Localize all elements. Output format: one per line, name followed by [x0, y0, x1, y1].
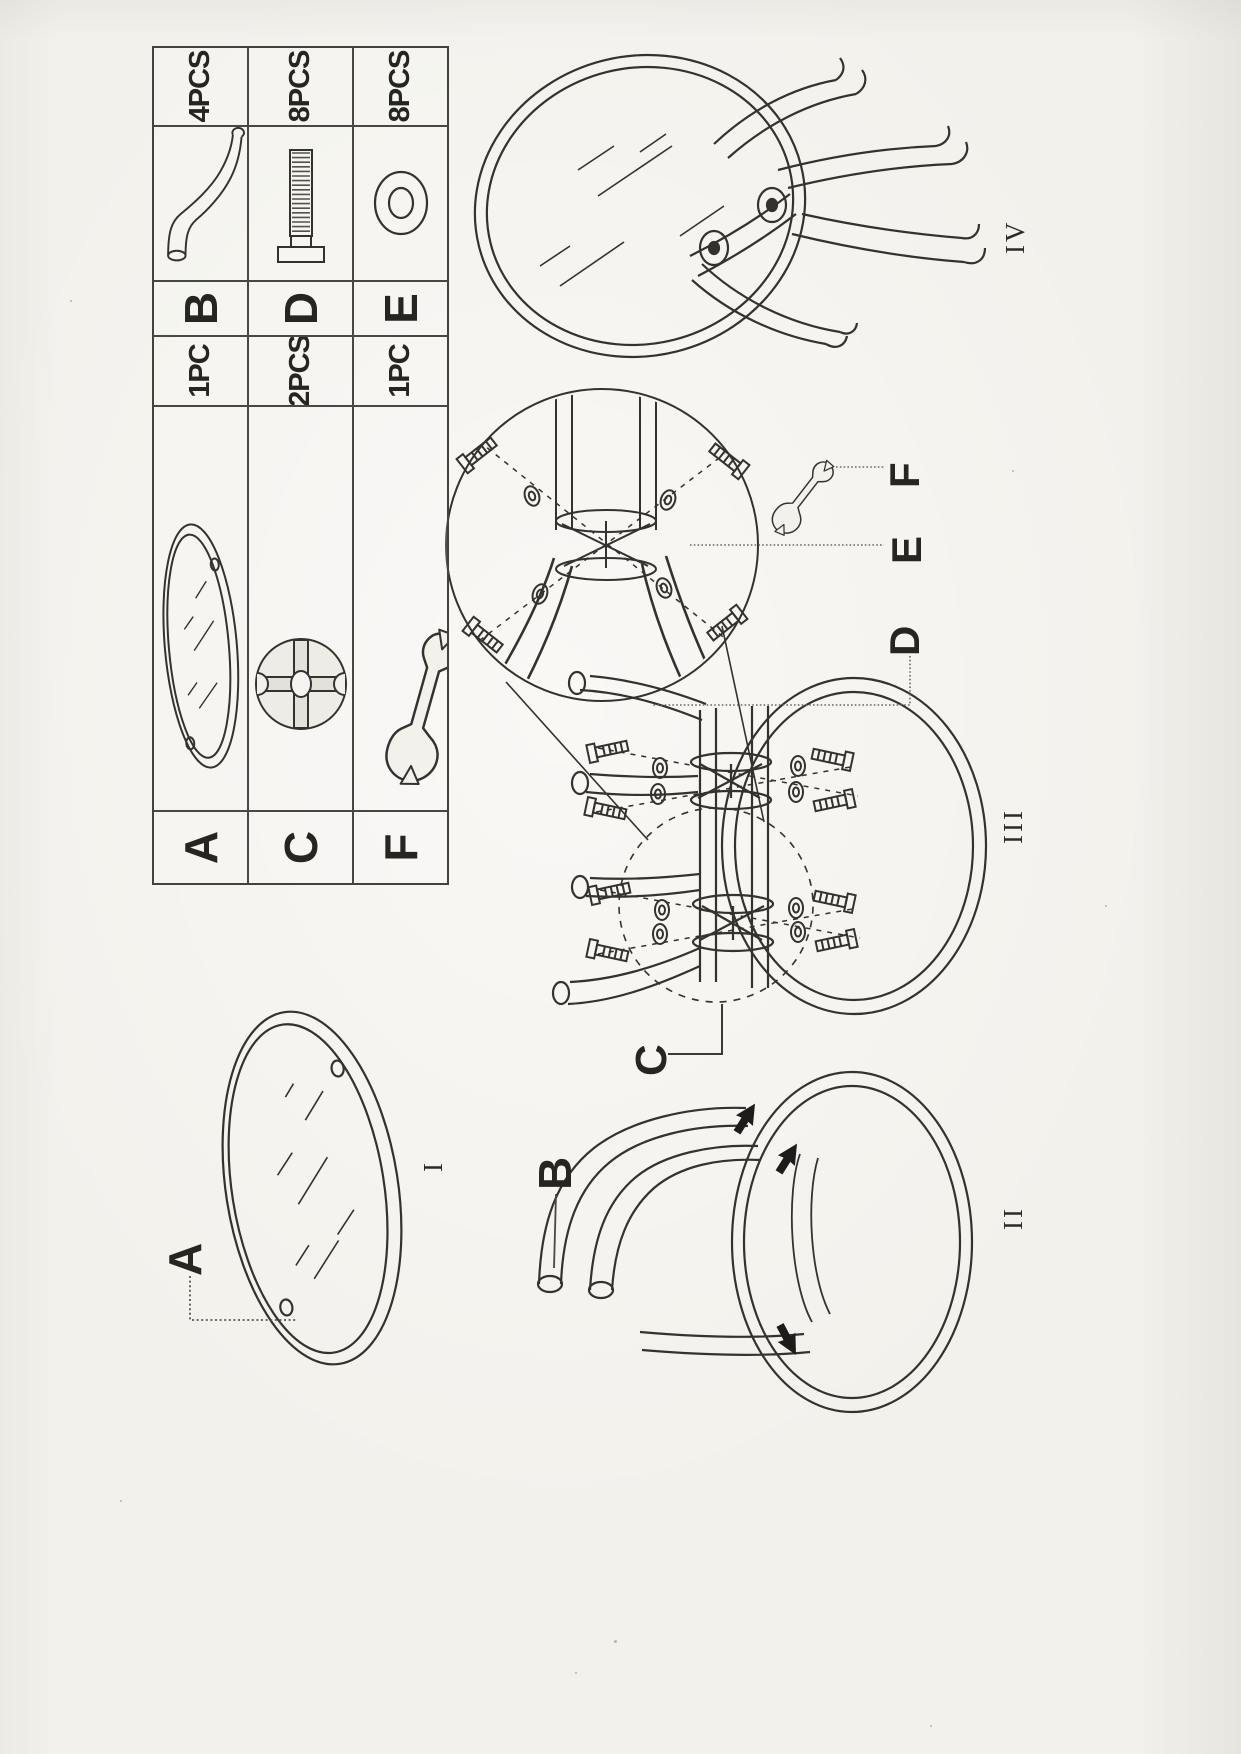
part-letter-a: A [174, 830, 227, 865]
scan-speck [930, 1725, 932, 1727]
scan-speck [1012, 470, 1014, 472]
scan-speck [614, 1640, 617, 1643]
step-i-drawing [189, 1010, 403, 1366]
detail-circle-drawing [445, 388, 911, 706]
part-qty-d: 8PCS [247, 48, 352, 127]
step-numeral-1: I [418, 1160, 448, 1172]
step-iv-drawing [473, 53, 987, 359]
step-numeral-2: II [998, 1206, 1028, 1230]
callout-label-d: D [881, 625, 928, 656]
part-qty-a: 1PC [154, 337, 247, 407]
scan-speck [575, 1672, 577, 1674]
scan-speck [1105, 905, 1107, 907]
step-iii-drawing [505, 625, 988, 1055]
step-numeral-4: IV [1000, 219, 1030, 255]
wrench-icon [352, 407, 447, 812]
part-qty-e: 8PCS [352, 48, 447, 127]
step-numeral-3: III [998, 808, 1028, 844]
scan-speck [70, 300, 72, 302]
cross-support-icon [247, 407, 352, 812]
part-qty-f: 1PC [352, 337, 447, 407]
callout-label-e: E [883, 535, 930, 564]
parts-table: A 1PC B [152, 46, 449, 885]
part-letter-b: B [154, 282, 247, 337]
callout-label-c: C [627, 1044, 676, 1076]
part-qty-c: 2PCS [247, 337, 352, 407]
step-ii-drawing [536, 1070, 974, 1414]
part-qty-b: 4PCS [154, 48, 247, 127]
part-letter-f: F [352, 812, 447, 883]
callout-label-b: B [529, 1156, 581, 1190]
washer-icon [352, 127, 447, 282]
leg-tube-icon [154, 127, 247, 282]
part-letter-d: D [247, 282, 352, 337]
bolt-icon [247, 127, 352, 282]
part-letter-c: C [247, 812, 352, 883]
scan-speck [120, 1500, 122, 1502]
callout-label-a: A [159, 1242, 211, 1276]
callout-label-f: F [881, 462, 928, 488]
part-letter-e: E [352, 282, 447, 337]
glass-top-icon [154, 407, 247, 812]
